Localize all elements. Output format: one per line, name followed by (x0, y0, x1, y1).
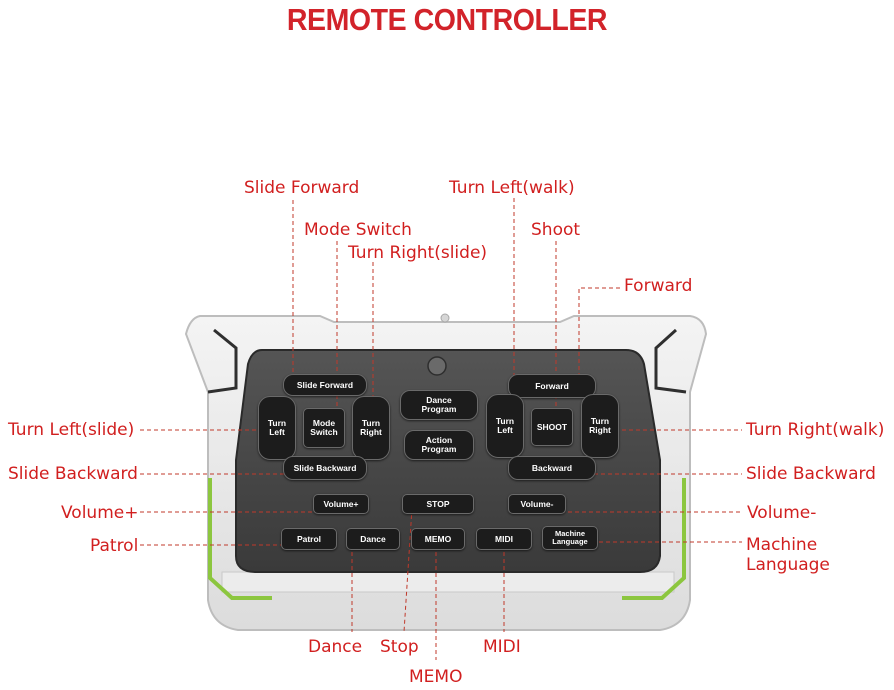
green-accent-left (208, 478, 272, 600)
dance-button[interactable]: Dance (346, 528, 400, 550)
shoot-button[interactable]: SHOOT (531, 408, 573, 446)
dance-program-button[interactable]: Dance Program (400, 390, 478, 420)
callout-turn-left-walk: Turn Left(walk) (449, 178, 575, 198)
forward-button[interactable]: Forward (508, 374, 596, 398)
turn-right-button[interactable]: Turn Right (352, 396, 390, 460)
volume-plus-button[interactable]: Volume+ (313, 494, 369, 514)
shell-groove-right (654, 328, 687, 394)
turn-left-button[interactable]: Turn Left (258, 396, 296, 460)
callout-stop: Stop (380, 637, 419, 657)
callout-forward: Forward (624, 276, 693, 296)
callout-turn-left-slide: Turn Left(slide) (8, 420, 135, 440)
shell-bottom-bevel (221, 571, 675, 593)
slide-forward-button[interactable]: Slide Forward (283, 374, 367, 396)
callout-slide-forward: Slide Forward (244, 178, 360, 198)
callout-volume-minus: Volume- (747, 503, 817, 523)
top-peg (440, 313, 450, 323)
slide-backward-button[interactable]: Slide Backward (283, 456, 367, 480)
shell-groove-left (207, 328, 238, 394)
callout-memo: MEMO (409, 667, 463, 687)
turn-right-walk-button[interactable]: Turn Right (581, 394, 619, 458)
leader-lines (140, 198, 742, 660)
backward-button[interactable]: Backward (508, 456, 596, 480)
machine-language-button[interactable]: Machine Language (542, 526, 598, 550)
callout-dance: Dance (308, 637, 363, 657)
patrol-button[interactable]: Patrol (281, 528, 337, 550)
callout-patrol: Patrol (90, 536, 139, 556)
callout-machine-language-line2: Language (746, 555, 830, 575)
page-title: REMOTE CONTROLLER (286, 2, 608, 37)
action-program-button[interactable]: Action Program (404, 430, 474, 460)
callout-shoot: Shoot (531, 220, 581, 240)
memo-button[interactable]: MEMO (411, 528, 465, 550)
leader-forward (578, 287, 620, 384)
callout-mode-switch: Mode Switch (304, 220, 412, 240)
ir-sensor (427, 356, 447, 376)
callout-volume-plus: Volume+ (61, 503, 139, 523)
stop-button[interactable]: STOP (402, 494, 474, 514)
callout-midi: MIDI (483, 637, 521, 657)
volume-minus-button[interactable]: Volume- (508, 494, 566, 514)
button-panel (235, 349, 661, 573)
turn-left-walk-button[interactable]: Turn Left (486, 394, 524, 458)
callout-turn-right-walk: Turn Right(walk) (746, 420, 885, 440)
callout-machine-language-line1: Machine (746, 535, 818, 555)
green-accent-right (622, 478, 686, 600)
callout-turn-right-slide: Turn Right(slide) (348, 243, 488, 263)
mode-switch-button[interactable]: Mode Switch (303, 408, 345, 448)
callout-slide-backward-left: Slide Backward (8, 464, 138, 484)
midi-button[interactable]: MIDI (476, 528, 532, 550)
callout-slide-backward-right: Slide Backward (746, 464, 876, 484)
